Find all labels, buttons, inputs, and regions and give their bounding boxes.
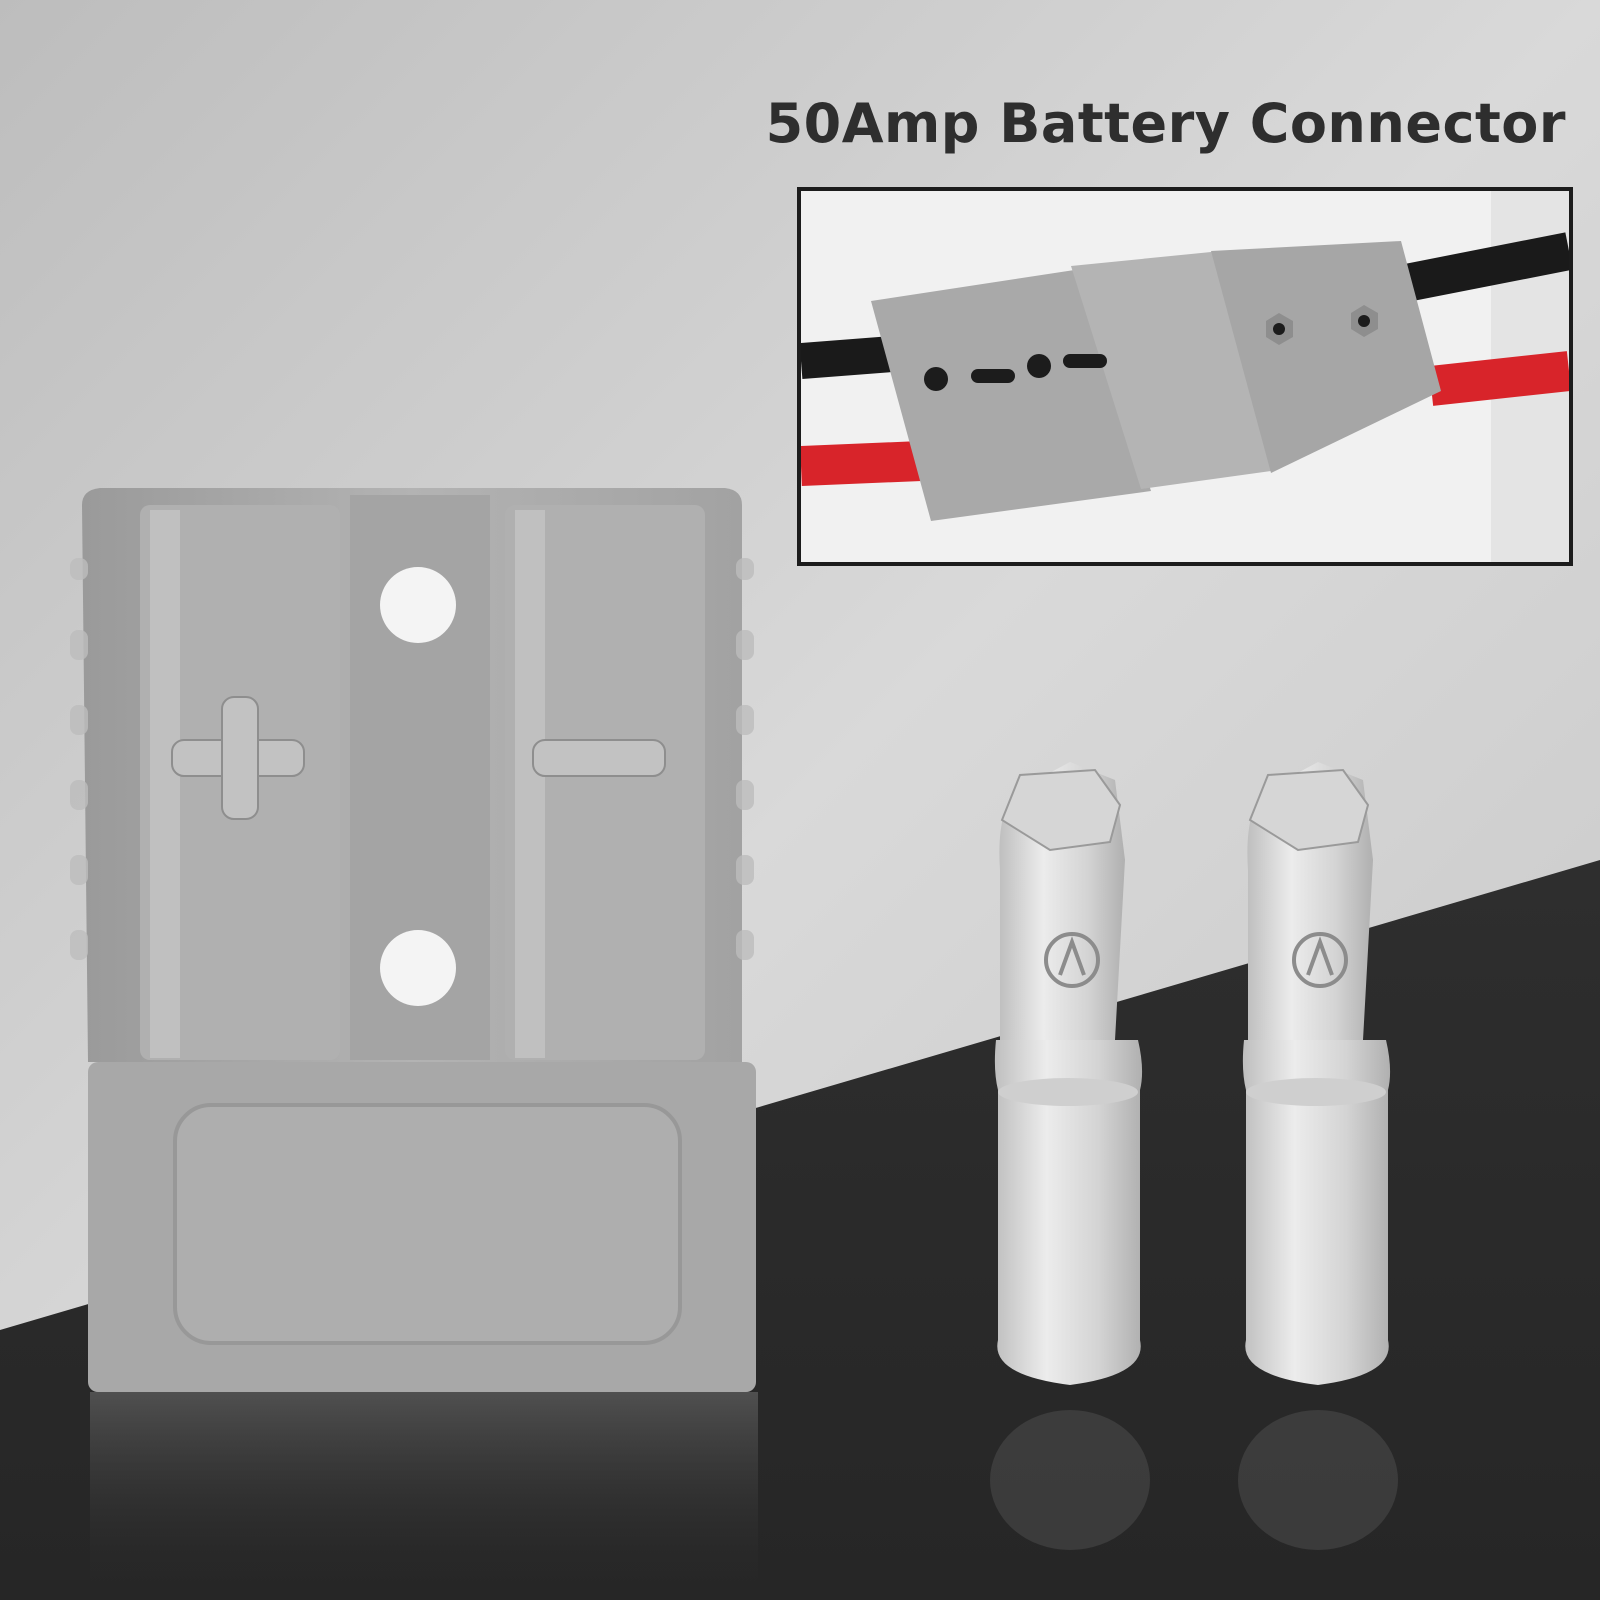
product-headline: 50Amp Battery Connector [765, 92, 1566, 155]
negative-marker [532, 739, 666, 777]
red-cable-right [1428, 351, 1569, 406]
mounting-hole-top [380, 567, 456, 643]
terminal-pin-left [990, 762, 1150, 1550]
red-cable-left [801, 441, 922, 486]
positive-marker [171, 696, 305, 820]
terminal-pin-right [1238, 762, 1398, 1550]
housing-reflection [90, 1392, 758, 1592]
inset-connected-photo [797, 187, 1573, 566]
black-cable-right [1387, 232, 1569, 305]
inset-scene-svg [801, 191, 1569, 562]
connector-housing [70, 488, 756, 1392]
mounting-hole-bottom [380, 930, 456, 1006]
mated-connector [871, 241, 1441, 521]
